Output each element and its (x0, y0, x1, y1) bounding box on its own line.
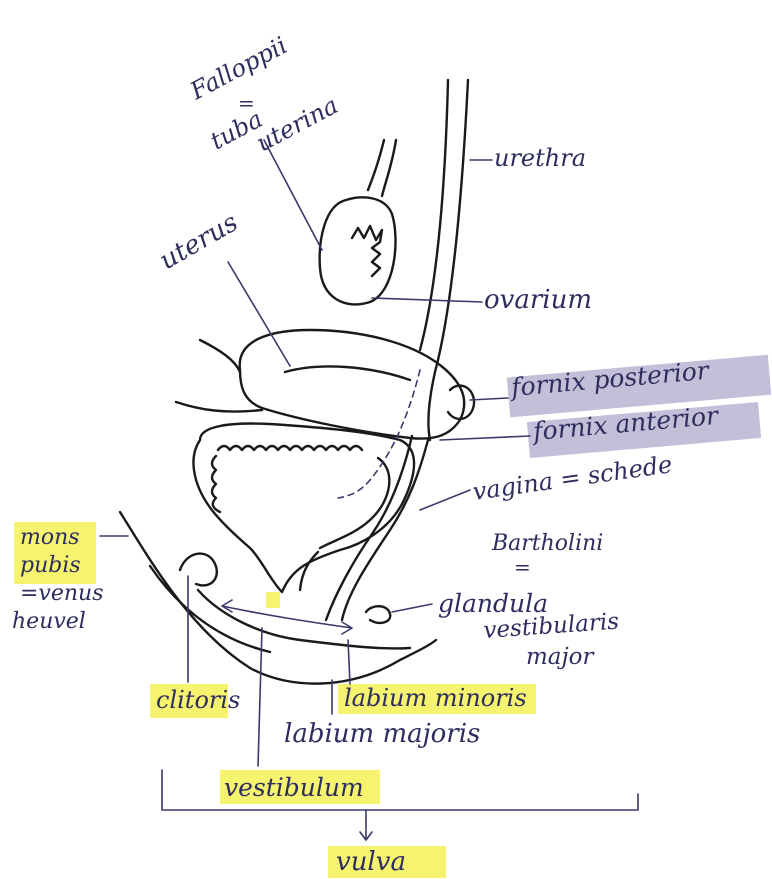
pointer-vagina (420, 490, 470, 510)
uterus-cavity (285, 366, 410, 380)
ligament-left (200, 340, 240, 372)
highlight-clitoris-spot (266, 592, 280, 608)
bladder-wall-right (320, 458, 389, 548)
labium-minus-line (198, 590, 410, 648)
label-labium-minoris: labium minoris (344, 684, 527, 712)
ligament-lower (176, 402, 262, 412)
label-equals-2: = (514, 555, 531, 579)
pointer-bartholini (392, 604, 432, 612)
pointer-fornix-posterior (470, 398, 508, 400)
labels: Falloppii = tuba uterina urethra uterus … (12, 31, 721, 877)
label-vestibulum: vestibulum (224, 773, 364, 802)
label-pubis: pubis (20, 553, 81, 578)
vagina-inner (326, 436, 412, 620)
pointer-uterus (228, 262, 290, 366)
vulva-arrow (360, 810, 372, 840)
bladder-wall-left (212, 456, 220, 512)
label-venus: =venus (20, 581, 104, 606)
pointer-tuba (264, 140, 322, 250)
label-mons: mons (20, 525, 80, 550)
bladder-wall-top (218, 446, 362, 450)
label-vagina: vagina = schede (471, 450, 674, 506)
label-bartholini: Bartholini (491, 531, 603, 556)
label-ovarium: ovarium (484, 285, 592, 315)
pointer-fornix-anterior (440, 436, 530, 440)
label-urethra: urethra (494, 144, 586, 172)
duct-inner (420, 80, 448, 350)
urethra-lower (300, 552, 318, 590)
ovary-folds (352, 226, 382, 276)
labium-majus-line (150, 566, 270, 652)
label-clitoris: clitoris (156, 686, 240, 714)
label-labium-majoris: labium majoris (284, 719, 480, 749)
uterus-outline (240, 330, 465, 439)
anatomy-outline (120, 80, 474, 684)
tube-left-line (368, 140, 384, 190)
clitoris-hood (180, 554, 217, 586)
label-vulva: vulva (336, 847, 406, 877)
label-heuvel: heuvel (12, 609, 86, 634)
tube-right-line (382, 140, 396, 196)
label-uterina: uterina (252, 91, 343, 157)
ovary-outline (320, 197, 396, 304)
pointer-ovarium (372, 298, 482, 302)
label-major: major (526, 644, 596, 670)
bartholin-gland (366, 606, 390, 623)
